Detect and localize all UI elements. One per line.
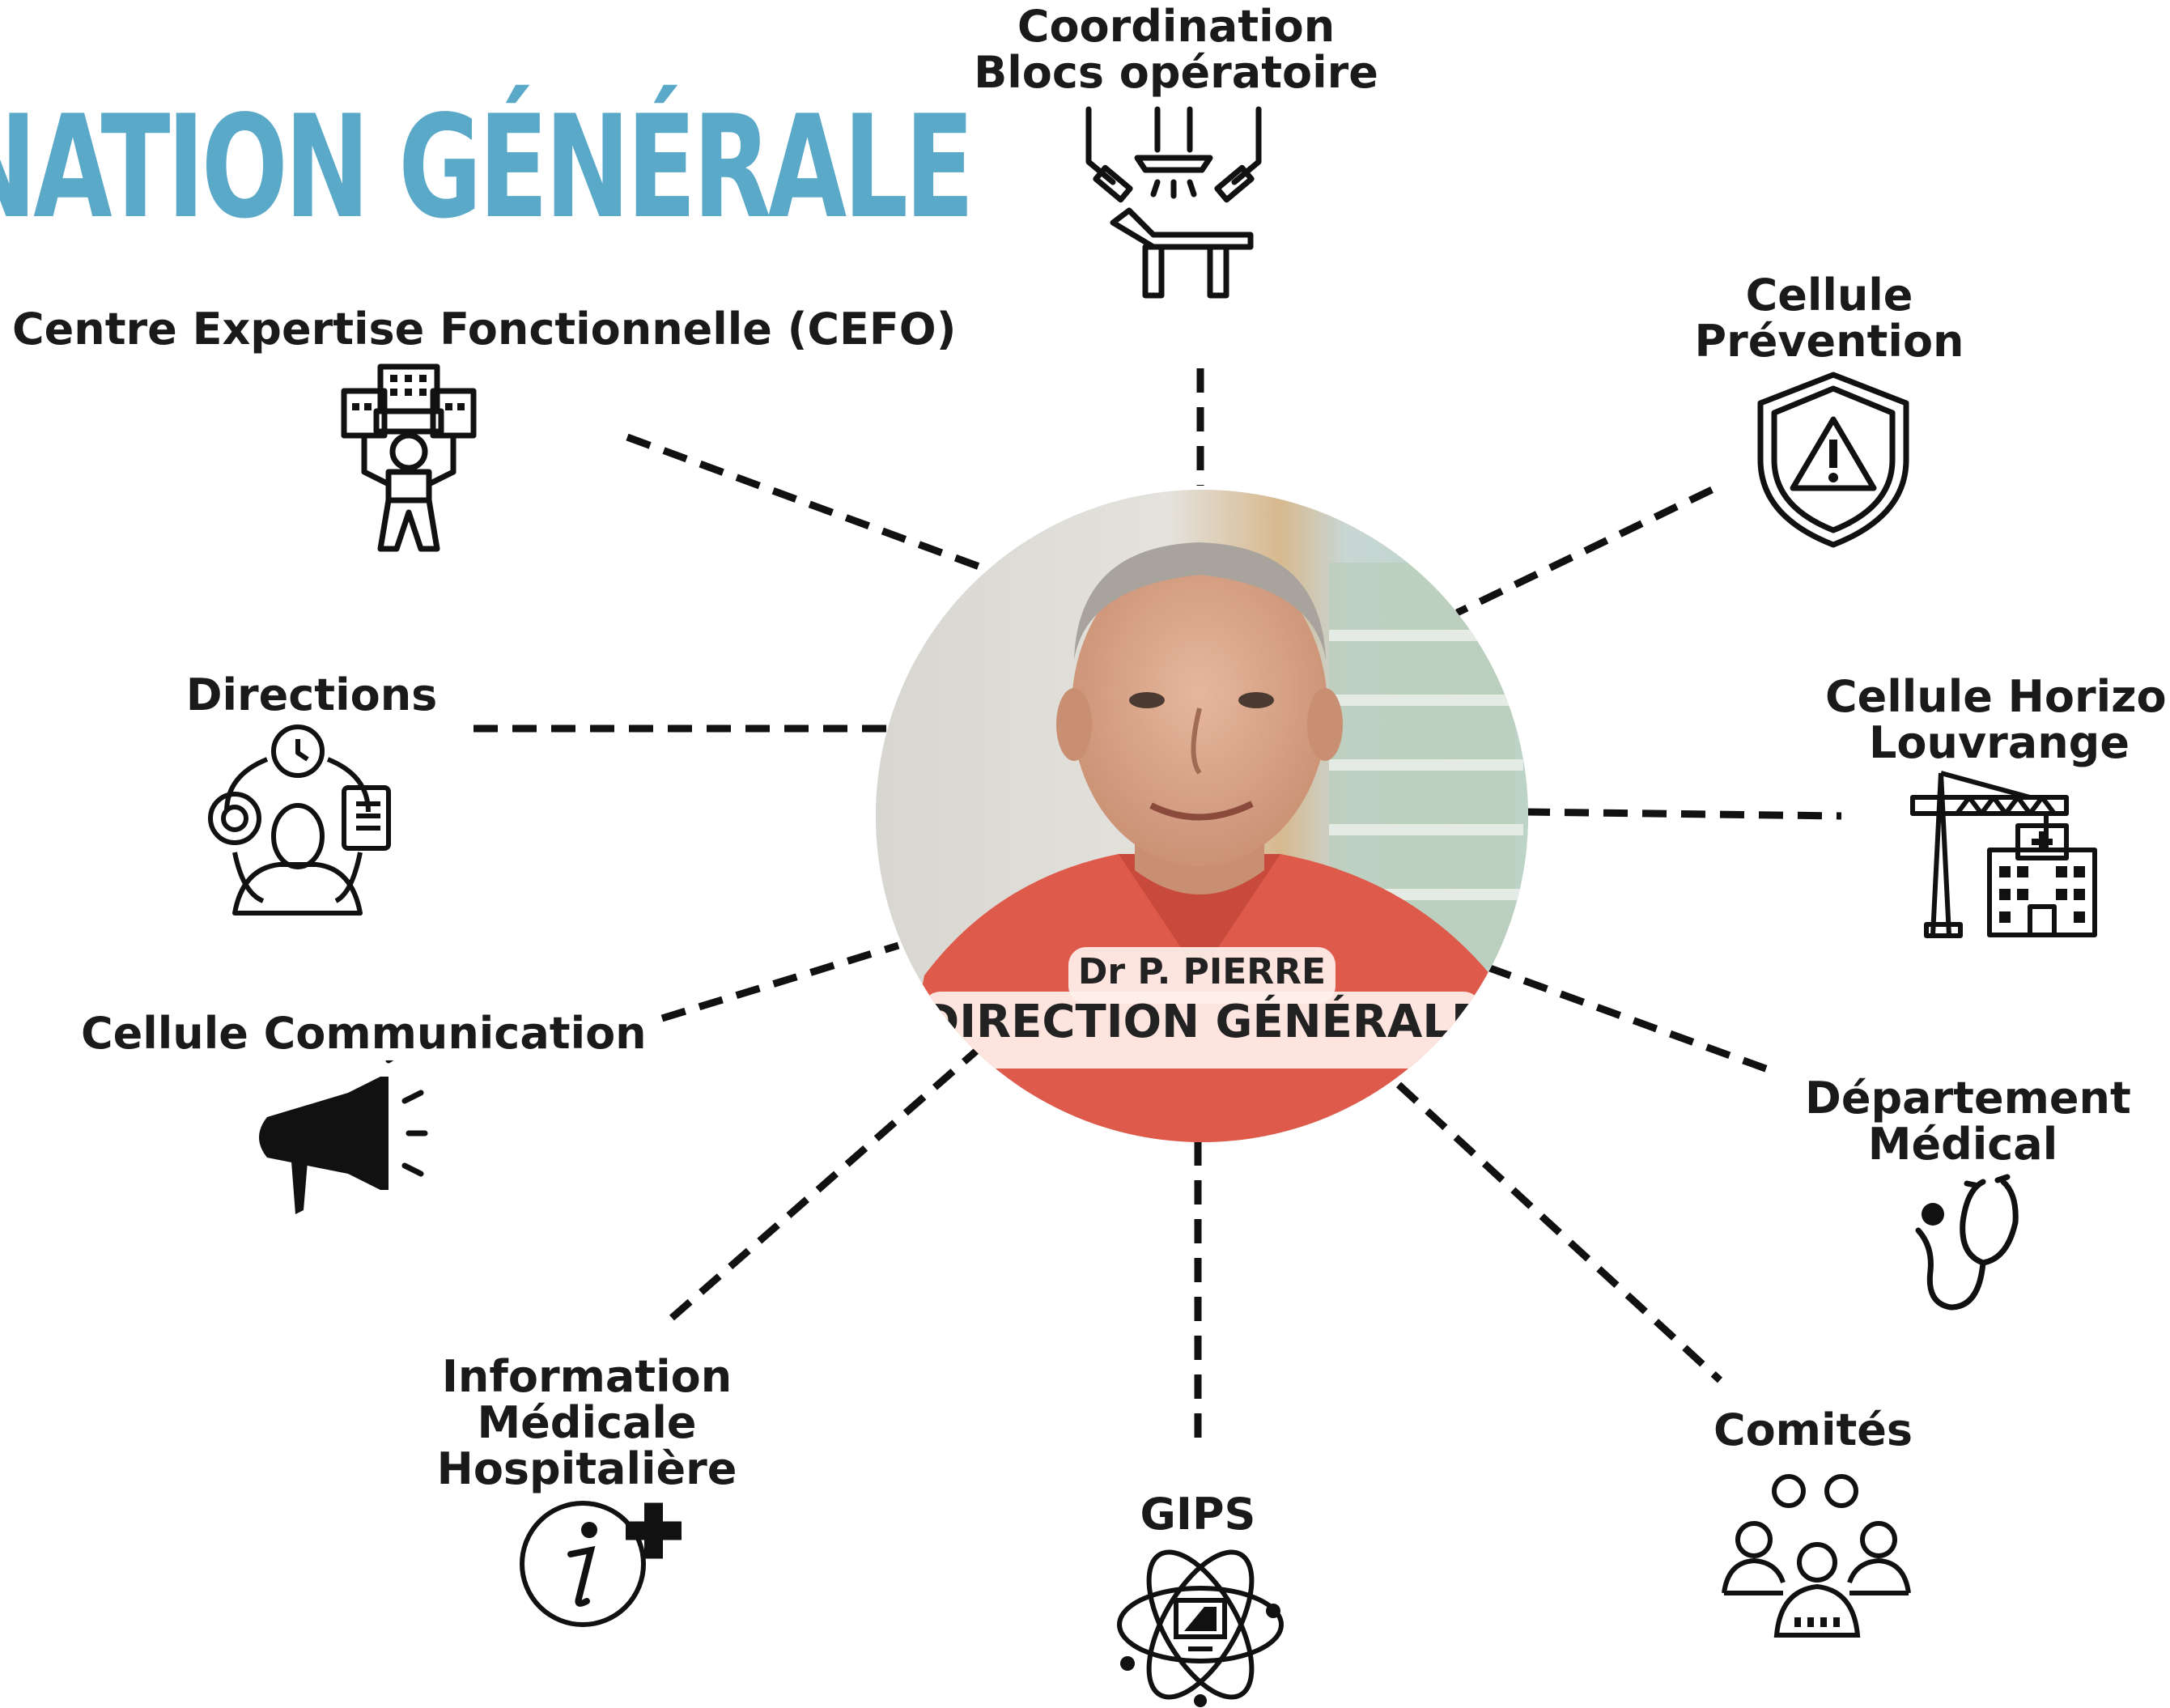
node-directions-label: Directions: [162, 672, 461, 718]
medical-line1: Département: [1805, 1073, 2131, 1124]
connector-comites: [1395, 1081, 1723, 1383]
page-title: NATION GÉNÉRALE: [0, 86, 975, 250]
director-portrait: Dr P. PIERRE DIRECTION GÉNÉRALE: [876, 490, 1528, 1142]
blocs-line2: Blocs opératoire: [974, 47, 1378, 98]
node-medical-label: Département Médical: [1805, 1073, 2131, 1170]
connector-cefo: [626, 433, 981, 571]
prevention-line2: Prévention: [1694, 316, 1964, 367]
director-name: Dr P. PIERRE: [1077, 951, 1327, 992]
medical-line2: Médical: [1867, 1119, 2058, 1170]
shield-warning-icon: [1757, 372, 1909, 548]
cefo-line1: Centre Expertise Fonctionnelle (CEFO): [12, 304, 957, 355]
operating-room-icon: [1085, 106, 1262, 299]
info-line3: Hospitalière: [436, 1443, 737, 1494]
atom-monitor-icon: [1117, 1549, 1284, 1707]
crane-hospital-icon: [1910, 771, 2097, 938]
horizon-line1: Cellule Horizon: [1825, 671, 2170, 722]
connector-horizon: [1525, 808, 1842, 820]
director-role: DIRECTION GÉNÉRALE: [921, 996, 1483, 1048]
info-plus-icon: [520, 1501, 682, 1627]
person-lifting-building-icon: [341, 363, 477, 552]
info-line2: Médicale: [477, 1397, 697, 1448]
node-blocs-label: Coordination Blocs opératoire: [958, 3, 1395, 96]
node-communication-label: Cellule Communication: [81, 1008, 647, 1059]
name-plate-bottom: [923, 992, 1481, 1069]
node-prevention-label: Cellule Prévention: [1692, 272, 1967, 364]
directions-line1: Directions: [185, 669, 438, 720]
gips-line1: GIPS: [1140, 1489, 1256, 1540]
connector-info: [669, 1045, 982, 1321]
info-line1: Information: [441, 1351, 733, 1402]
node-gips-label: GIPS: [1117, 1491, 1279, 1537]
connector-communication: [660, 941, 900, 1022]
connector-prevention: [1455, 486, 1713, 617]
node-horizon-label: Cellule Horizon Louvrange: [1825, 673, 2170, 766]
stethoscope-icon: [1915, 1174, 2019, 1311]
communication-line1: Cellule Communication: [81, 1008, 647, 1059]
node-comites-label: Comités: [1700, 1407, 1926, 1453]
blocs-line1: Coordination: [1017, 1, 1336, 52]
megaphone-icon: [259, 1060, 428, 1214]
prevention-line1: Cellule: [1745, 270, 1913, 321]
node-info-label: Information Médicale Hospitalière: [421, 1353, 753, 1492]
group-meeting-icon: [1722, 1474, 1911, 1638]
horizon-line2: Louvrange: [1869, 717, 2130, 768]
manager-tasks-icon: [208, 724, 391, 916]
comites-line1: Comités: [1713, 1404, 1913, 1455]
node-cefo-label: Centre Expertise Fonctionnelle (CEFO): [12, 304, 957, 355]
connector-medical: [1486, 963, 1778, 1077]
